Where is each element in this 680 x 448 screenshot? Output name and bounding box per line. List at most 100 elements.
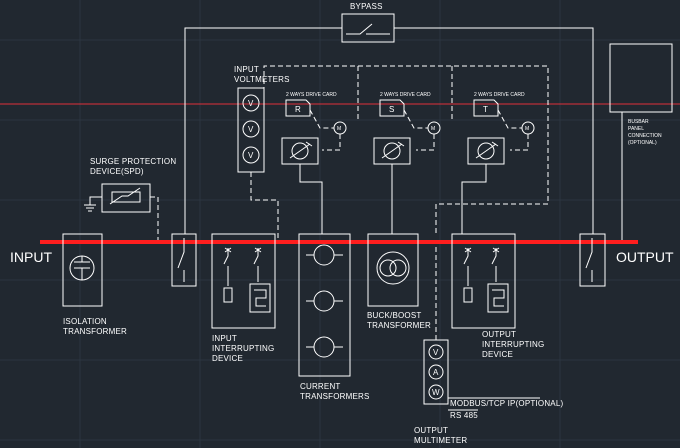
phase-r-label: R <box>295 105 301 114</box>
voltmeters-label-2: VOLTMETERS <box>234 75 290 84</box>
drive-card-t-link <box>497 109 522 129</box>
input-label: INPUT <box>10 249 52 265</box>
buck-label-2: TRANSFORMER <box>367 321 431 330</box>
ct-1 <box>313 244 335 266</box>
spd-label-2: DEVICE(SPD) <box>90 167 144 176</box>
isolation-label-2: TRANSFORMER <box>63 327 127 336</box>
input-trip-unit <box>249 283 271 313</box>
phase-t-label: T <box>483 105 488 114</box>
output-interrupting-contacts <box>463 248 497 286</box>
input-int-label-1: INPUT <box>212 334 237 343</box>
busbar-panel-box <box>609 43 673 113</box>
variac-t-circle <box>477 142 495 160</box>
multimeter-label-1: OUTPUT <box>414 426 448 435</box>
spd-label-1: SURGE PROTECTION <box>90 157 176 166</box>
multimeter-label-2: MULTIMETER <box>414 436 467 445</box>
variac-r-circle <box>291 142 309 160</box>
busbar-label-4: (OPTIONAL) <box>628 140 657 146</box>
meter-w <box>428 384 444 400</box>
voltmeter-1 <box>242 94 260 112</box>
output-trip-unit-symbol <box>492 289 505 307</box>
rs485-label: RS 485 <box>450 411 478 420</box>
drive-card-s-link <box>403 109 428 129</box>
ct-2 <box>313 290 335 312</box>
bypass-label: BYPASS <box>350 2 383 11</box>
drive-card-t-label: 2 WAYS DRIVE CARD <box>474 92 525 98</box>
output-label: OUTPUT <box>616 249 674 265</box>
bypass-switch-box <box>341 13 395 43</box>
voltmeter-connection <box>250 172 279 240</box>
variac-s-arrow <box>381 141 405 159</box>
variac-r-arrow <box>289 141 313 159</box>
drive-card-enclosure <box>263 65 549 234</box>
drive-card-s-label: 2 WAYS DRIVE CARD <box>380 92 431 98</box>
isolation-label-1: ISOLATION <box>63 317 107 326</box>
spd-connection <box>150 196 159 240</box>
output-switch-box <box>579 233 606 287</box>
ground-icon <box>84 196 102 212</box>
meter-a <box>428 364 444 380</box>
isolation-transformer-windings <box>74 256 90 280</box>
variac-s-circle <box>383 142 401 160</box>
input-switch-box <box>171 233 197 287</box>
ct-label-1: CURRENT <box>300 382 341 391</box>
output-int-label-1: OUTPUT <box>482 330 516 339</box>
ct-label-2: TRANSFORMERS <box>300 392 370 401</box>
communication-lines <box>448 397 540 411</box>
output-switch-icon <box>585 238 593 282</box>
variac-r-lead <box>299 164 323 234</box>
motor-r-link <box>322 134 341 151</box>
output-fuse <box>463 287 473 303</box>
voltmeters-label-1: INPUT <box>234 65 259 74</box>
buck-boost-coil-1 <box>379 259 397 277</box>
buck-boost-coil-2 <box>389 259 407 277</box>
busbar-label-2: PANEL <box>628 126 644 132</box>
motor-t-label: M <box>525 126 529 132</box>
motor-s-label: M <box>431 126 435 132</box>
input-interrupting-device-box <box>211 233 276 329</box>
input-fuse <box>223 287 233 303</box>
bypass-line <box>184 27 594 234</box>
buck-boost-outer-circle <box>376 251 410 285</box>
meter-v <box>428 344 444 360</box>
input-int-label-3: DEVICE <box>212 354 243 363</box>
output-trip-unit <box>487 283 509 313</box>
phase-s-label: S <box>389 105 394 114</box>
ct-3 <box>313 336 335 358</box>
voltmeter-2 <box>242 120 260 138</box>
spd-box <box>101 183 151 213</box>
spd-varistor-slash <box>109 187 141 205</box>
spd-varistor <box>111 191 141 203</box>
buck-boost-transformer-box <box>367 233 419 307</box>
output-int-label-3: DEVICE <box>482 350 513 359</box>
isolation-transformer-box <box>62 233 103 307</box>
input-int-label-2: INTERRUPTING <box>212 344 274 353</box>
buck-label-1: BUCK/BOOST <box>367 311 421 320</box>
drive-card-dividers <box>357 66 453 120</box>
variac-t-arrow <box>475 141 499 159</box>
busbar-label-3: CONNECTION <box>628 133 662 139</box>
motor-r-label: M <box>337 126 341 132</box>
input-interrupting-x-marks <box>224 247 262 253</box>
voltmeter-3-label: V <box>248 151 254 160</box>
main-bus <box>40 240 638 244</box>
bypass-switch-icon <box>346 23 390 35</box>
ct-conductors <box>306 254 343 348</box>
current-transformers-box <box>298 233 351 377</box>
meter-a-label: A <box>433 368 439 377</box>
voltmeter-3 <box>242 146 260 164</box>
motor-s-link <box>416 134 435 151</box>
voltmeter-1-label: V <box>248 99 254 108</box>
input-switch-icon <box>177 238 185 282</box>
output-int-label-2: INTERRUPTING <box>482 340 544 349</box>
input-trip-unit-symbol <box>254 289 267 307</box>
drive-card-r-link <box>309 109 334 129</box>
meter-v-label: V <box>433 348 439 357</box>
output-interrupting-x-marks <box>464 247 500 253</box>
input-interrupting-contacts <box>223 248 259 286</box>
motor-t-link <box>510 134 529 151</box>
variac-t-lead <box>461 164 487 234</box>
